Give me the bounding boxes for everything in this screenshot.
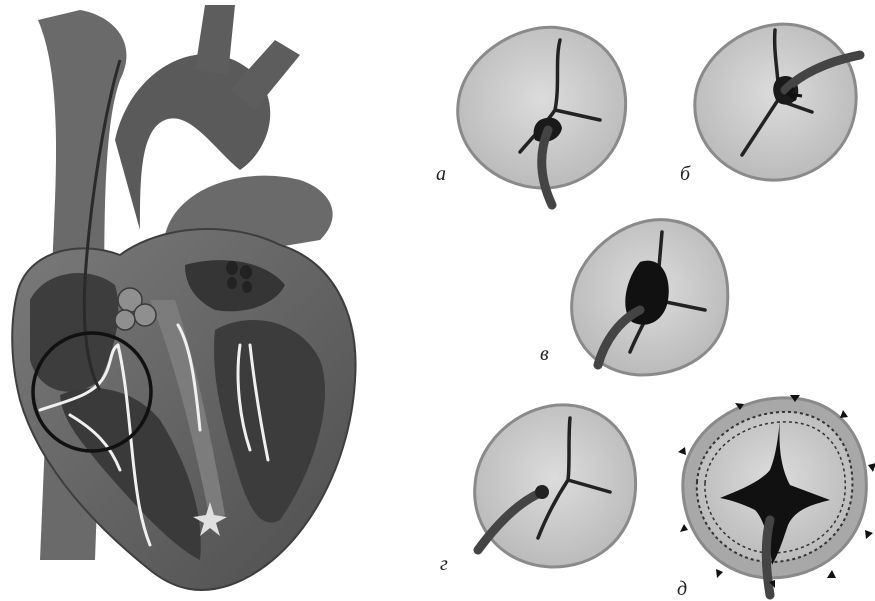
panel-label: а (436, 163, 446, 185)
valve-panel-v: в (540, 220, 728, 375)
panel-label: в (540, 343, 549, 365)
branch-vessel-1 (195, 5, 235, 75)
catheter-tip (535, 485, 549, 499)
valve-catheter (766, 520, 770, 595)
heart-illustration (12, 5, 355, 590)
valve-annulus (475, 405, 636, 567)
panel-label: д (677, 578, 687, 600)
valve-panel-g: г (440, 405, 636, 575)
panel-label: г (440, 553, 448, 575)
panel-label: б (680, 163, 691, 185)
valve-panel-a: а (436, 27, 626, 205)
valve-panel-b: б (680, 24, 860, 185)
valve-panel-d: д (677, 395, 875, 600)
